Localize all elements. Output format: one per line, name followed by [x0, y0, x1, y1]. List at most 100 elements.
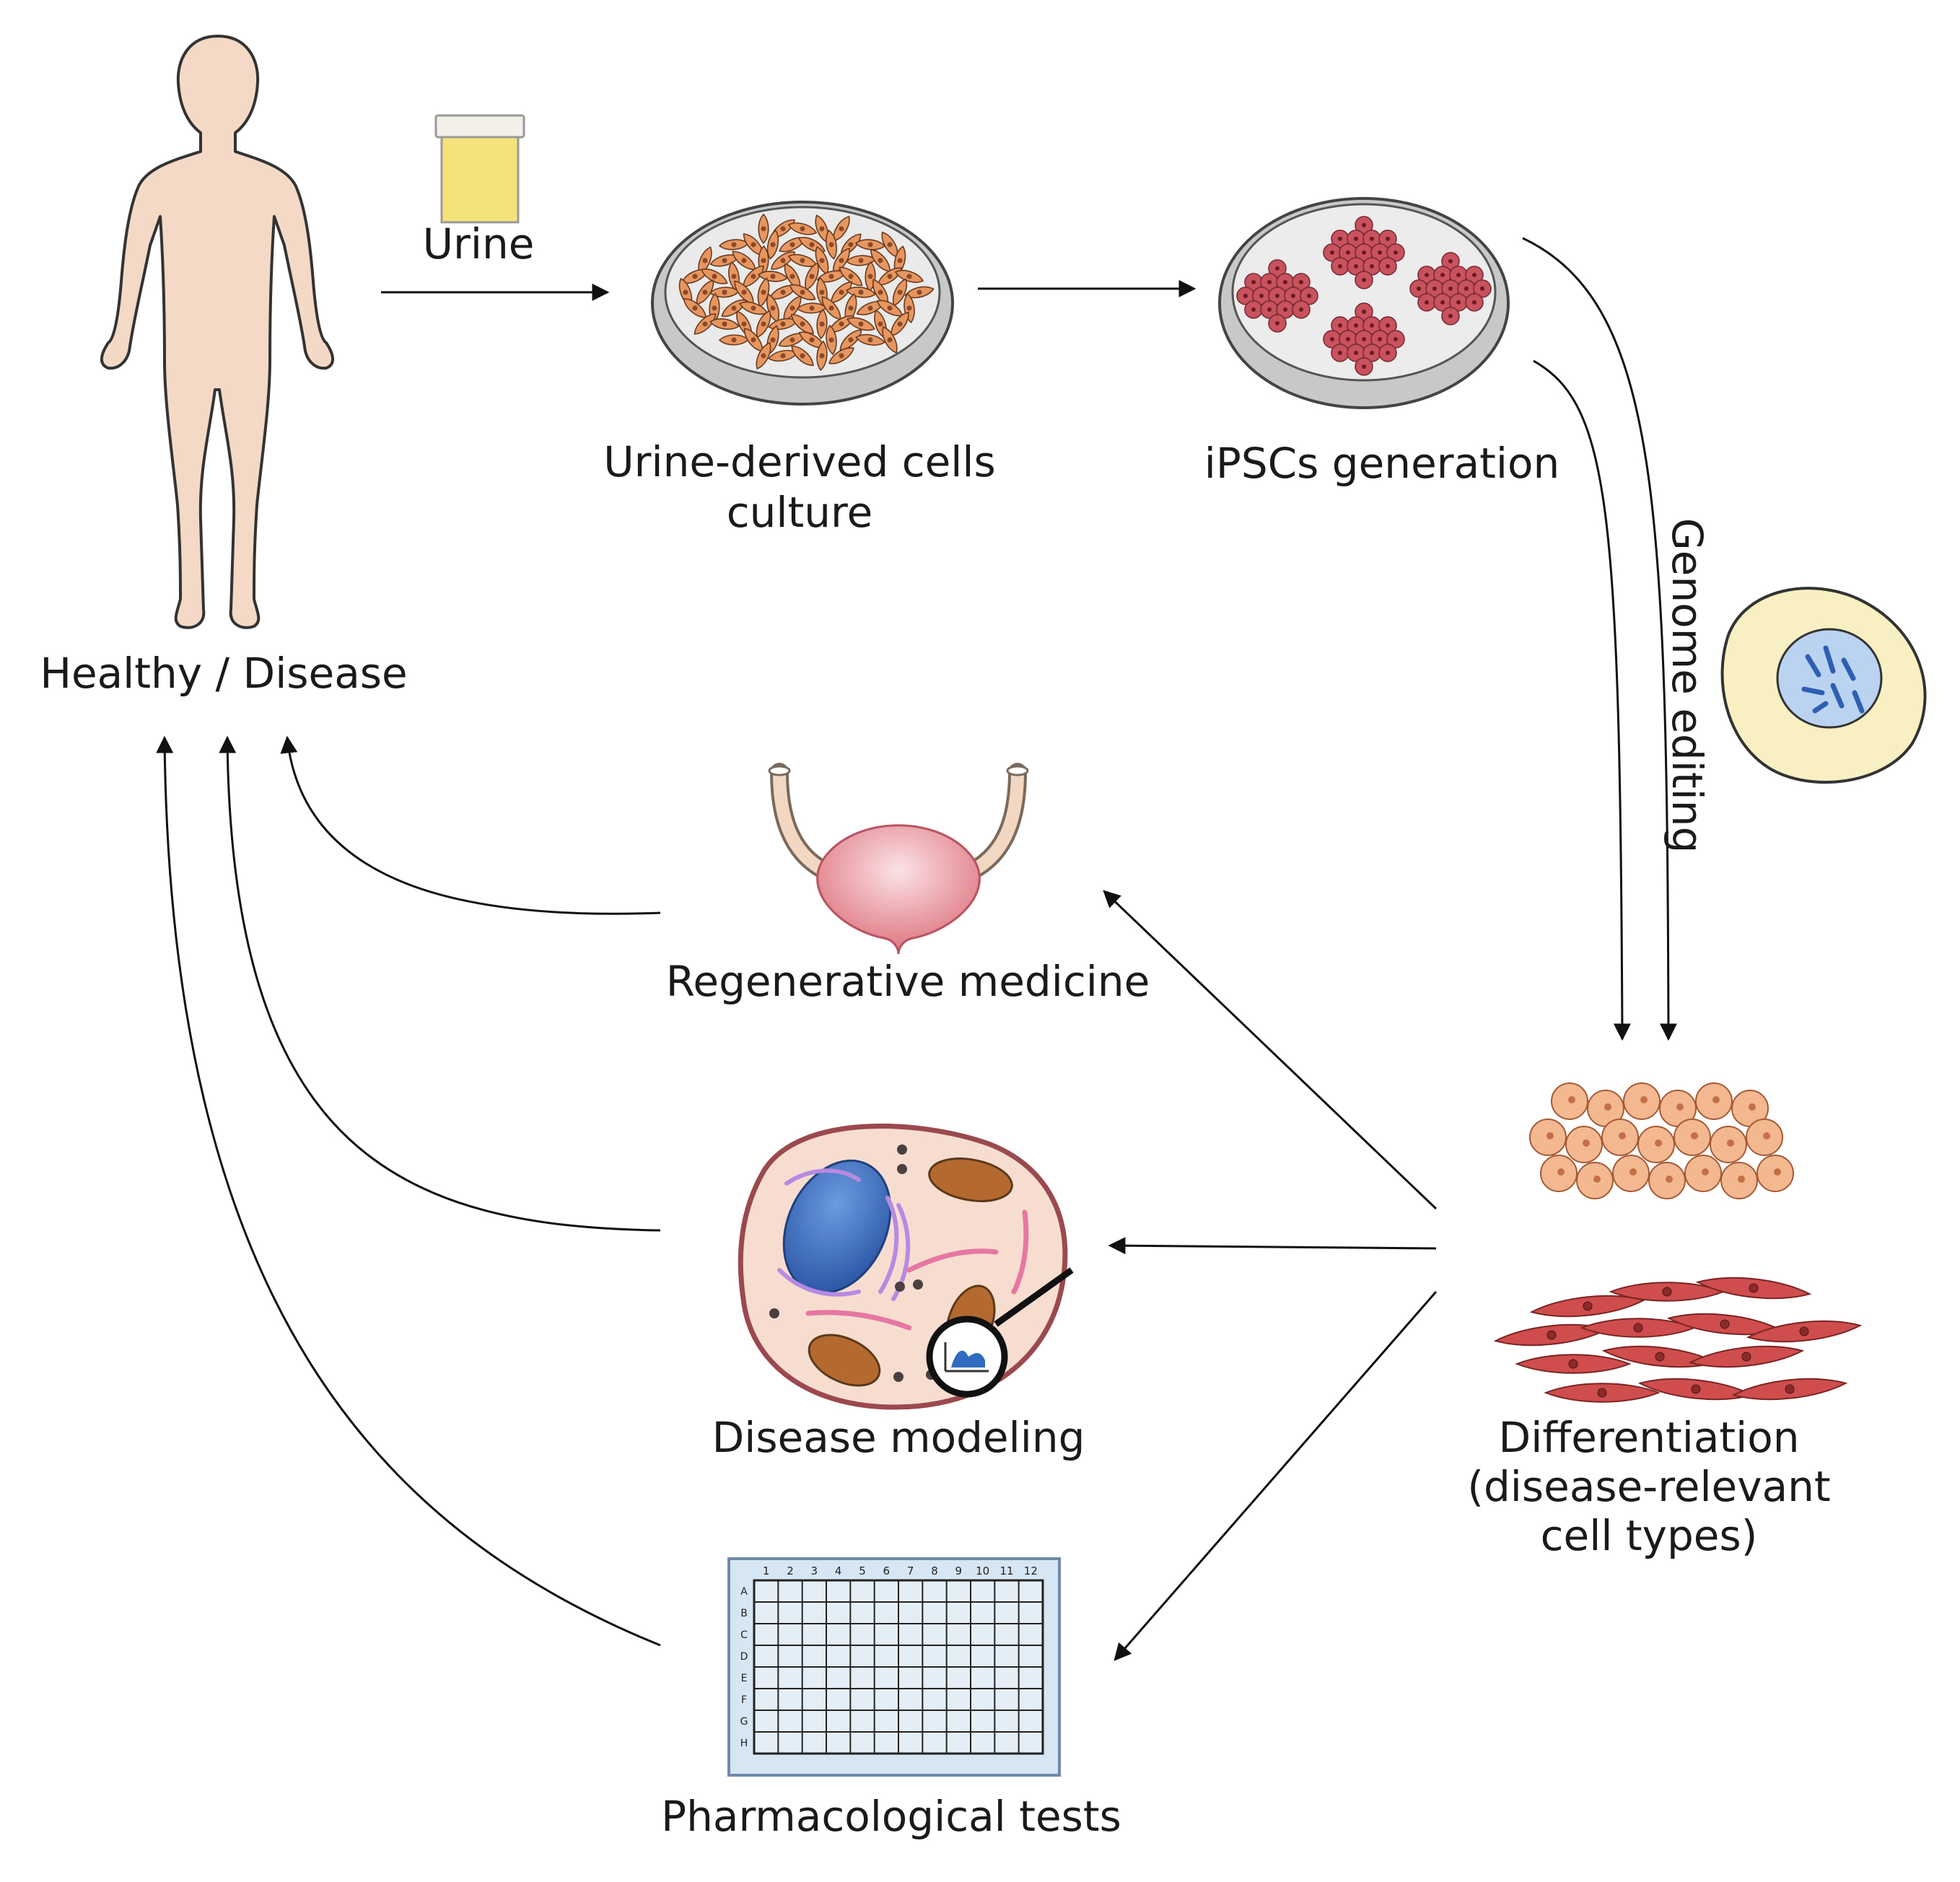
fibroblast-cell: [756, 341, 771, 370]
elongated-cell: [1688, 1345, 1805, 1368]
arrow-ipsc-genome-editing: [1522, 237, 1677, 1041]
magnifier-icon: [926, 1267, 1074, 1398]
urine-label: Urine: [423, 219, 535, 268]
elongated-cell: [1544, 1383, 1661, 1403]
fibroblast-cell: [893, 278, 907, 307]
fibroblast-cell: [709, 318, 740, 330]
fibroblast-cell: [696, 279, 714, 305]
labels: Urine Urine-derived cells culture iPSCs …: [40, 219, 1830, 1841]
fibroblast-cell: [839, 329, 862, 351]
elongated-cells-icon: [1493, 1277, 1863, 1403]
fibroblast-cell: [743, 265, 764, 288]
plate-column-label: 6: [883, 1564, 891, 1577]
fibroblast-cell: [845, 255, 877, 266]
flow-arrows: [156, 237, 1677, 1661]
fibroblast-cell: [855, 333, 885, 346]
plate-row-label: H: [740, 1738, 748, 1749]
plate-row-label: E: [741, 1673, 748, 1684]
fibroblast-cell: [756, 310, 771, 338]
fibroblast-cell: [694, 313, 717, 335]
arrow-diff-to-modeling: [1108, 1237, 1437, 1255]
fibroblast-cell: [904, 286, 935, 299]
plate-column-label: 5: [859, 1564, 866, 1577]
fibroblast-cell: [826, 324, 837, 356]
plate-row-label: G: [740, 1716, 748, 1728]
fibroblast-cell: [816, 340, 828, 372]
plate-column-label: 4: [835, 1564, 842, 1577]
urine-cup-icon: [434, 114, 525, 224]
edited-cell-icon: [1720, 587, 1927, 784]
arrow-regen-to-person: [280, 735, 661, 915]
culture-label-line2: culture: [727, 488, 873, 537]
fibroblast-cell: [831, 281, 852, 303]
fibroblast-cell: [791, 345, 814, 367]
fibroblast-cell: [757, 277, 770, 307]
elongated-cell: [1609, 1282, 1725, 1302]
fibroblast-cell: [828, 347, 854, 364]
fibroblast-cell: [894, 270, 924, 283]
genome-editing-label: Genome editing: [1663, 518, 1712, 854]
urine-cells-dish-icon: [651, 201, 954, 406]
elongated-cell: [1515, 1354, 1632, 1374]
differentiation-label-line1: Differentiation: [1499, 1413, 1800, 1462]
human-figure-icon: [100, 35, 334, 629]
differentiation-label-line2: (disease-relevant: [1467, 1462, 1830, 1511]
fibroblast-cell: [791, 314, 814, 334]
person-label: Healthy / Disease: [40, 649, 407, 698]
fibroblast-cell: [816, 308, 828, 340]
elongated-cell: [1637, 1378, 1754, 1401]
pharma-label: Pharmacological tests: [661, 1792, 1121, 1841]
plate-column-label: 11: [999, 1564, 1013, 1577]
arrow-ipsc-to-differentiation: [1533, 359, 1631, 1041]
plate-column-label: 8: [931, 1564, 938, 1577]
fibroblast-cell: [805, 262, 819, 291]
fibroblast-cell: [789, 284, 816, 301]
fibroblast-cell: [882, 326, 898, 354]
plate-column-label: 3: [811, 1564, 818, 1577]
arrow-pharma-to-person: [156, 735, 661, 1647]
fibroblast-cell: [787, 222, 818, 235]
elongated-cell: [1746, 1320, 1863, 1343]
plate-column-label: 2: [787, 1564, 794, 1577]
plate-column-label: 1: [763, 1564, 770, 1577]
round-cells-icon: [1529, 1082, 1794, 1199]
fibroblast-cell: [825, 229, 838, 260]
regen-label: Regenerative medicine: [666, 957, 1150, 1006]
fibroblast-cell: [846, 317, 875, 331]
fibroblast-cell: [833, 216, 850, 242]
disease-model-cell-icon: [738, 1123, 1074, 1410]
fibroblast-cell: [844, 293, 857, 323]
arrow-modeling-to-person: [219, 735, 661, 1232]
bladder-icon: [768, 763, 1029, 955]
fibroblast-cell: [839, 266, 863, 286]
differentiation-label-line3: cell types): [1541, 1511, 1758, 1560]
plate-row-label: A: [740, 1586, 748, 1598]
fibroblast-cell: [821, 296, 841, 320]
fibroblast-cell: [891, 311, 909, 337]
ipsc-colonies-dish-icon: [1218, 197, 1510, 409]
culture-label-line1: Urine-derived cells: [603, 437, 996, 486]
ipsc-label: iPSCs generation: [1204, 439, 1560, 488]
plate-column-label: 9: [955, 1564, 963, 1577]
plate-column-label: 7: [907, 1564, 914, 1577]
plate-row-label: D: [740, 1651, 748, 1663]
fibroblast-cell: [766, 229, 779, 260]
plate-column-label: 10: [976, 1564, 989, 1577]
fibroblast-cell: [698, 246, 712, 275]
modeling-label: Disease modeling: [712, 1413, 1085, 1462]
elongated-cell: [1695, 1277, 1812, 1300]
fibroblast-cell: [701, 268, 728, 284]
arrow-diff-to-regen: [1103, 890, 1438, 1210]
arrow-diff-to-pharma: [1114, 1291, 1438, 1661]
plate-row-label: F: [741, 1694, 747, 1706]
elongated-cell: [1580, 1318, 1697, 1338]
fibroblast-cell: [876, 299, 904, 317]
elongated-cell: [1731, 1378, 1848, 1401]
plate-row-label: B: [740, 1608, 748, 1619]
fibroblast-cell: [758, 213, 769, 245]
plate-row-label: C: [740, 1629, 748, 1641]
fibroblast-cell: [721, 299, 747, 318]
plate-column-label: 12: [1024, 1564, 1038, 1577]
